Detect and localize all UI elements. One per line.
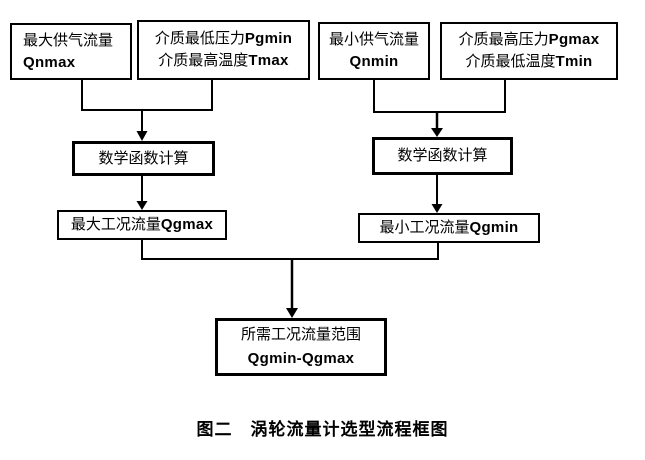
node-label: 数学函数计算 bbox=[397, 147, 488, 165]
connector-math-right-to-qgmin bbox=[431, 175, 443, 213]
label-zh: 介质最高压力 bbox=[458, 31, 549, 49]
label-zh: 介质最高温度 bbox=[158, 52, 249, 69]
label-en: Tmax bbox=[248, 52, 289, 69]
arrowhead-down-icon bbox=[136, 201, 148, 210]
node-label: 数学函数计算 bbox=[98, 149, 189, 167]
label-zh: 最大工况流量 bbox=[70, 216, 161, 234]
node-required-flow-range: 所需工况流量范围 Qgmin-Qgmax bbox=[215, 318, 387, 376]
node-label: Qnmax bbox=[23, 53, 76, 71]
label-zh: 介质最低温度 bbox=[465, 53, 556, 70]
node-label: 最小供气流量 bbox=[328, 31, 419, 49]
node-label: 最大工况流量Qgmax bbox=[71, 214, 213, 236]
arrowhead-down-icon bbox=[431, 204, 443, 213]
node-min-supply-flow: 最小供气流量 Qnmin bbox=[318, 22, 430, 80]
node-label: 介质最低温度Tmin bbox=[465, 51, 592, 73]
label-en: Pgmax bbox=[548, 31, 600, 49]
node-label: 最大供气流量 bbox=[23, 31, 114, 49]
node-label: 介质最高压力Pgmax bbox=[459, 29, 600, 51]
node-media-min-pressure-max-temp: 介质最低压力Pgmin 介质最高温度Tmax bbox=[137, 20, 310, 80]
node-max-supply-flow: 最大供气流量 Qnmax bbox=[10, 23, 132, 80]
connector-math-left-to-qgmax bbox=[136, 176, 148, 210]
connector-left-merge bbox=[81, 80, 213, 141]
label-en: Tmin bbox=[555, 53, 593, 70]
node-label: 介质最低压力Pgmin bbox=[155, 28, 292, 50]
node-label: Qnmin bbox=[349, 53, 399, 70]
node-label: 最小工况流量Qgmin bbox=[379, 217, 518, 239]
node-math-function-left: 数学函数计算 bbox=[72, 141, 215, 176]
node-math-function-right: 数学函数计算 bbox=[372, 137, 513, 175]
arrowhead-down-icon bbox=[431, 128, 443, 137]
node-min-working-flow: 最小工况流量Qgmin bbox=[358, 213, 540, 243]
label-zh: 介质最低压力 bbox=[154, 30, 245, 48]
label-en: Pgmin bbox=[244, 30, 293, 48]
node-label: Qgmin-Qgmax bbox=[247, 350, 355, 367]
node-label: 介质最高温度Tmax bbox=[158, 50, 288, 72]
label-en: Qgmax bbox=[160, 216, 214, 234]
connector-right-merge bbox=[373, 80, 506, 137]
label-en: Qgmin bbox=[469, 219, 519, 237]
figure-caption: 图二 涡轮流量计选型流程框图 bbox=[196, 420, 449, 439]
node-max-working-flow: 最大工况流量Qgmax bbox=[57, 210, 227, 240]
label-zh: 最小工况流量 bbox=[379, 219, 470, 237]
arrowhead-down-icon bbox=[136, 131, 148, 141]
node-media-max-pressure-min-temp: 介质最高压力Pgmax 介质最低温度Tmin bbox=[440, 22, 618, 80]
arrowhead-down-icon bbox=[286, 308, 298, 318]
connector-bottom-merge bbox=[141, 240, 439, 318]
node-label: 所需工况流量范围 bbox=[240, 326, 361, 343]
